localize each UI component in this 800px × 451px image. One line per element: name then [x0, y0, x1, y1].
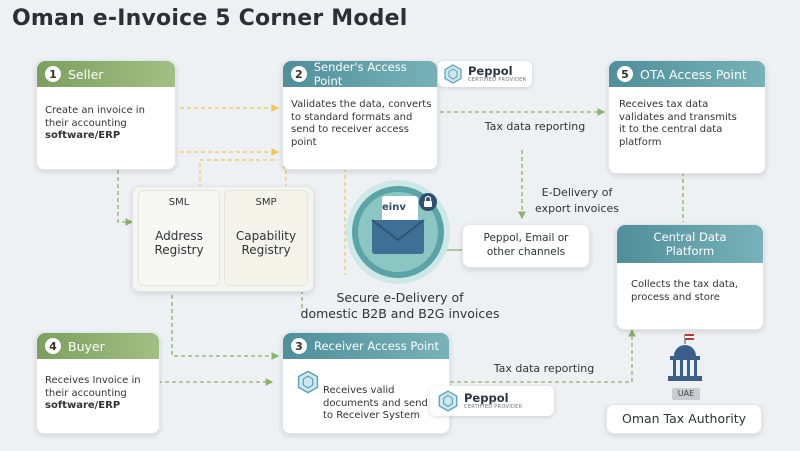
seller-desc-line3: software/ERP [45, 130, 121, 141]
receiver-ap-header: 3 Receiver Access Point [283, 333, 449, 359]
ota-access-point-card: 5 OTA Access Point Receives tax data val… [608, 60, 766, 174]
sml-line1: Address [155, 229, 203, 243]
seller-card: 1 Seller Create an invoice in their acco… [36, 60, 176, 170]
central-data-platform-card: Central Data Platform Collects the tax d… [616, 224, 764, 330]
seller-header: 1 Seller [37, 61, 175, 87]
buyer-desc-line1: Receives Invoice in [45, 375, 141, 386]
einvoice-envelope-graphic [346, 180, 450, 284]
channels-line1: Peppol, Email or [483, 232, 569, 244]
peppol-badge-bottom-name: Peppol [464, 391, 509, 405]
buyer-title: Buyer [68, 338, 105, 354]
page-title: Oman e-Invoice 5 Corner Model [12, 6, 408, 31]
receiver-ap-step-number: 3 [291, 338, 307, 354]
peppol-hexagon-icon [438, 390, 458, 412]
sender-ap-description: Validates the data, converts to standard… [291, 99, 437, 149]
sender-ap-step-number: 2 [291, 66, 307, 82]
secure-delivery-line2: domestic B2B and B2G invoices [300, 306, 500, 321]
tax-reporting-bottom-label: Tax data reporting [493, 362, 595, 375]
buyer-desc-line3: software/ERP [45, 400, 121, 411]
sender-ap-title: Sender's Access Point [313, 60, 407, 88]
sender-ap-desc-line3: send to receiver access point [291, 124, 409, 148]
buyer-header: 4 Buyer [37, 333, 159, 359]
peppol-badge-top-name: Peppol [468, 64, 513, 78]
central-header: Central Data Platform [617, 225, 763, 263]
arrow-seller-to-sml [117, 170, 134, 226]
seller-description: Create an invoice in their accounting so… [45, 105, 145, 143]
peppol-badge-top-sub: CERTIFIED PROVIDER [468, 77, 527, 83]
receiver-peppol-icon [297, 370, 319, 394]
ota-ap-desc-line4: platform [619, 136, 662, 148]
central-title-line1: Central Data [653, 230, 727, 244]
sml-line2: Registry [154, 243, 204, 257]
central-desc-line1: Collects the tax data, [631, 279, 739, 290]
buyer-step-number: 4 [45, 338, 61, 354]
government-building-icon [668, 334, 702, 381]
sender-access-point-card: 2 Sender's Access Point Validates the da… [282, 60, 438, 170]
central-title-line2: Platform [665, 244, 715, 258]
sender-ap-header: 2 Sender's Access Point [283, 60, 437, 88]
sml-tag: SML [168, 196, 190, 208]
ota-ap-desc-line1: Receives tax data [619, 99, 709, 110]
ota-ap-description: Receives tax data validates and transmit… [619, 99, 737, 149]
receiver-access-point-card: 3 Receiver Access Point Receives valid d… [282, 332, 450, 434]
sender-ap-desc-line2: to standard formats and [291, 111, 413, 123]
peppol-hexagon-icon [444, 64, 462, 84]
ota-ap-desc-line3: it to the central data [619, 124, 723, 135]
smp-registry: SMP Capability Registry [224, 190, 308, 286]
receiver-ap-desc-line3: to Receiver System [323, 410, 420, 421]
ota-ap-step-number: 5 [617, 66, 633, 82]
tax-authority-box: Oman Tax Authority [606, 404, 762, 434]
channels-line2: other channels [486, 246, 566, 258]
seller-title: Seller [68, 66, 104, 82]
authority-country-tag: UAE [672, 388, 700, 400]
arrow-receiver-to-central [450, 328, 636, 383]
central-desc-line2: process and store [631, 291, 720, 303]
arrow-sml-to-sender [199, 159, 278, 188]
buyer-description: Receives Invoice in their accounting sof… [45, 375, 141, 413]
einv-label: einv [382, 202, 406, 213]
buyer-desc-line2: their accounting [45, 387, 127, 399]
receiver-ap-description: Receives valid documents and send to Rec… [323, 385, 428, 423]
peppol-badge-bottom-sub: CERTIFIED PROVIDER [464, 404, 523, 410]
central-description: Collects the tax data, process and store [631, 279, 738, 304]
secure-delivery-line1: Secure e-Delivery of [336, 290, 464, 305]
channels-box: Peppol, Email or other channels [462, 224, 590, 268]
export-line2: export invoices [535, 202, 619, 215]
smp-line1: Capability [235, 229, 297, 243]
arrow-sml-to-receiver [171, 288, 280, 360]
buyer-card: 4 Buyer Receives Invoice in their accoun… [36, 332, 160, 434]
seller-desc-line2: their accounting [45, 117, 127, 129]
ota-ap-desc-line2: validates and transmits [619, 111, 737, 123]
receiver-ap-title: Receiver Access Point [314, 339, 439, 353]
receiver-ap-desc-line2: documents and send [323, 397, 428, 409]
sender-ap-desc-line1: Validates the data, converts [291, 99, 432, 110]
receiver-ap-desc-line1: Receives valid [323, 385, 395, 396]
seller-desc-line1: Create an invoice in [45, 105, 145, 116]
ota-ap-header: 5 OTA Access Point [609, 61, 765, 87]
seller-step-number: 1 [45, 66, 61, 82]
smp-line2: Registry [241, 243, 291, 257]
ota-ap-title: OTA Access Point [640, 66, 747, 82]
export-line1: E-Delivery of [541, 186, 613, 199]
tax-authority-name: Oman Tax Authority [621, 411, 747, 426]
smp-tag: SMP [255, 196, 277, 208]
sml-registry: SML Address Registry [138, 190, 220, 286]
tax-reporting-top-label: Tax data reporting [484, 120, 586, 133]
